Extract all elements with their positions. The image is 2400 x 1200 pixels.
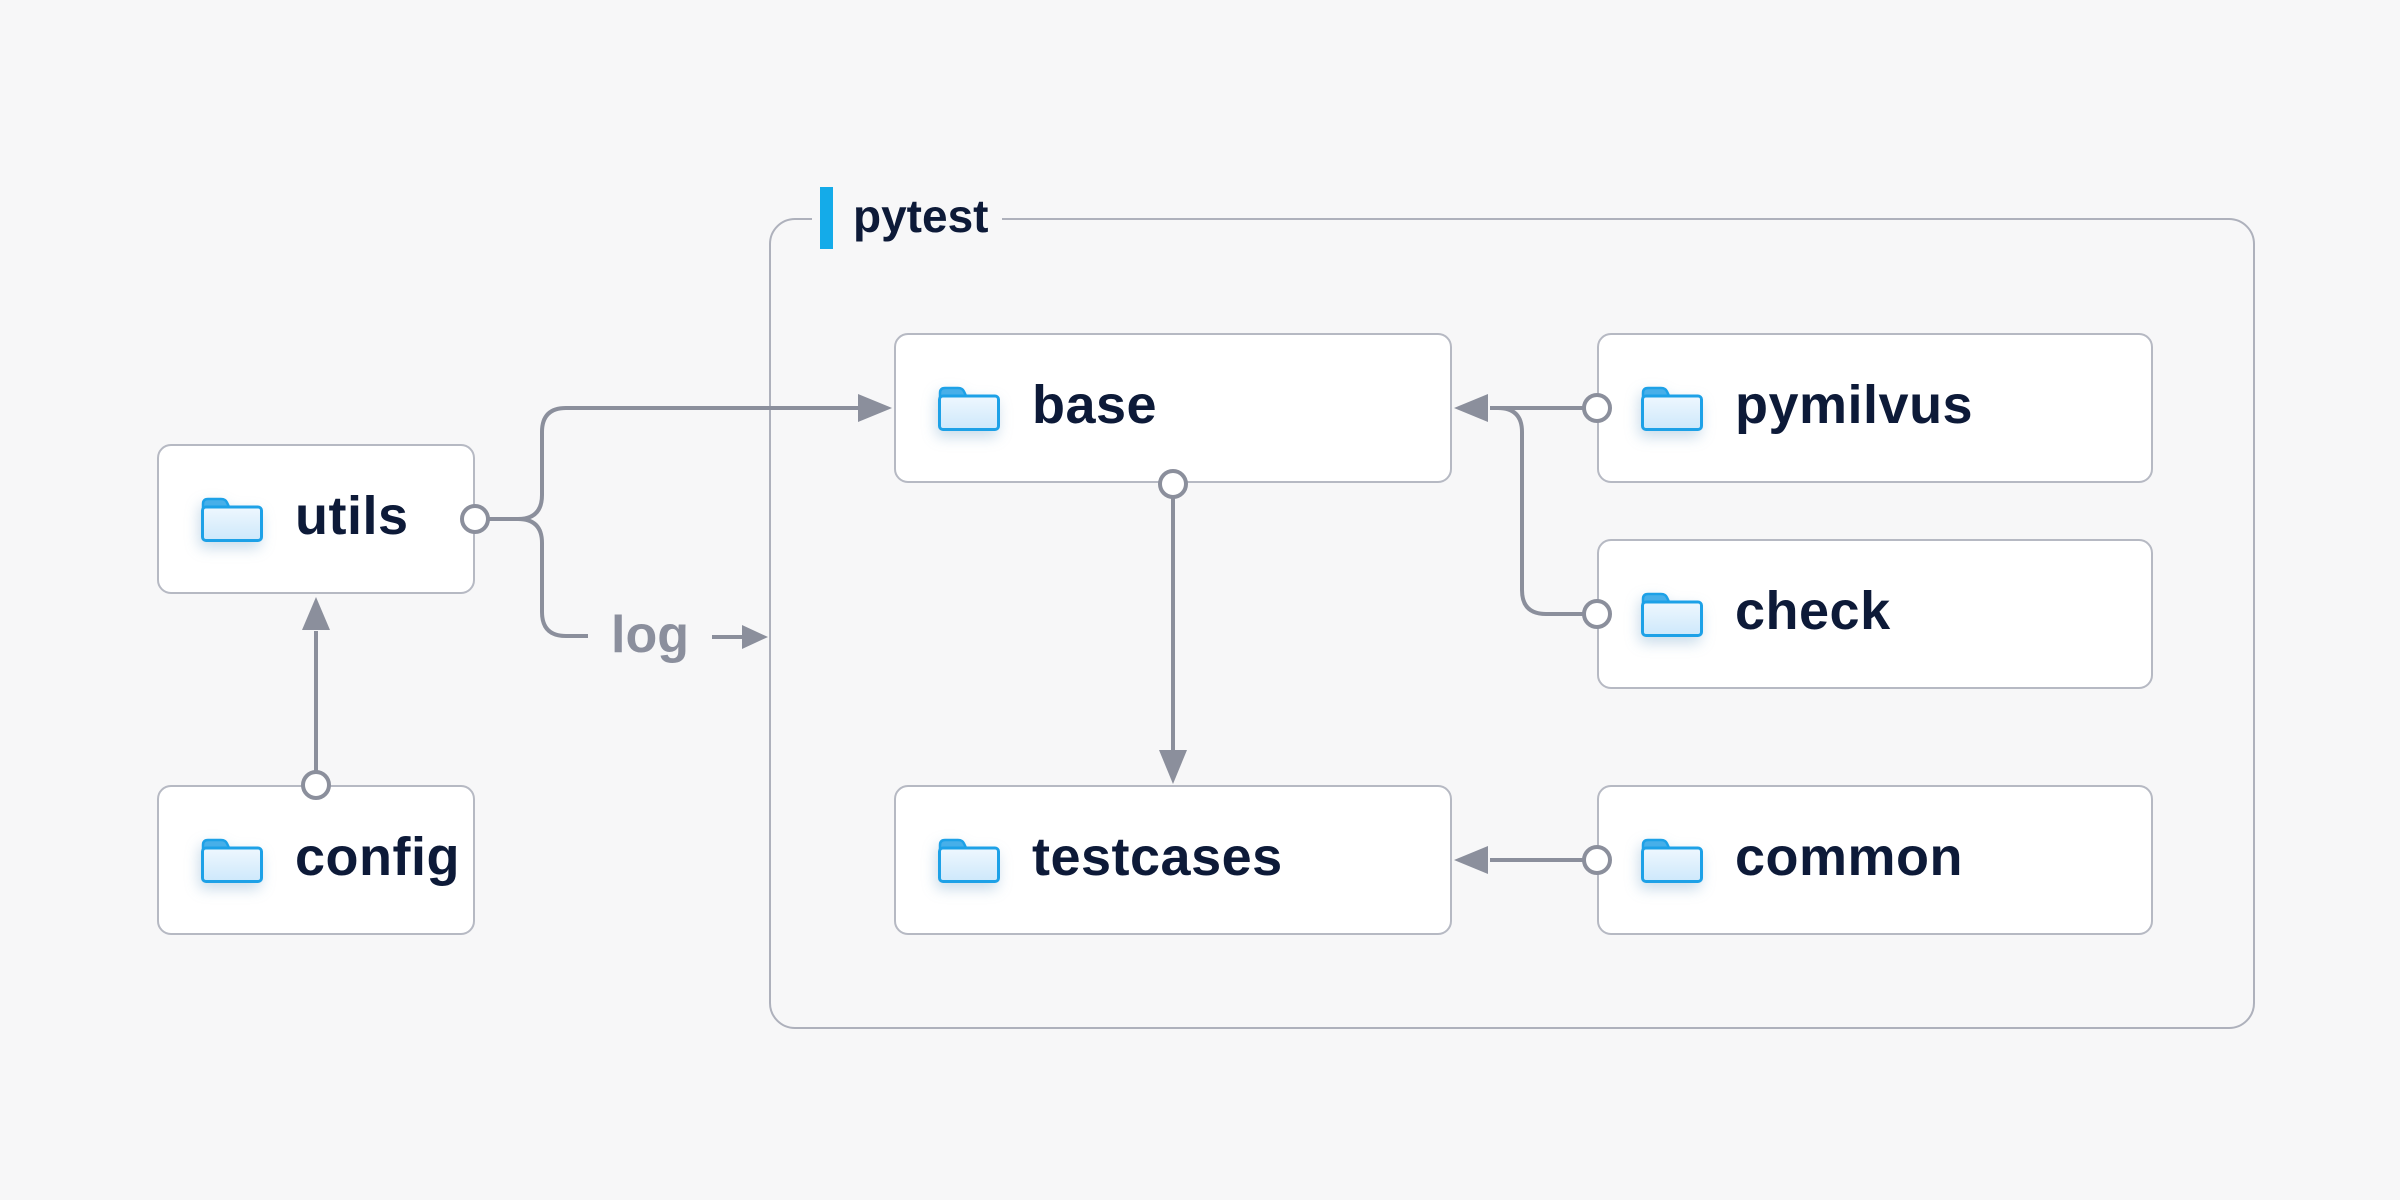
node-testcases-label: testcases: [1032, 827, 1283, 887]
node-common: common: [1597, 785, 2153, 935]
node-check-label: check: [1735, 581, 1891, 641]
edge-config-utils: [301, 597, 331, 800]
node-base-label: base: [1032, 375, 1158, 435]
node-check: check: [1597, 539, 2153, 689]
folder-icon: [1641, 838, 1703, 883]
node-utils: utils: [157, 444, 475, 594]
folder-icon: [201, 838, 263, 883]
node-pymilvus-label: pymilvus: [1735, 375, 1974, 435]
node-config: config: [157, 785, 475, 935]
node-common-label: common: [1735, 827, 1964, 887]
pytest-container-title: pytest: [853, 190, 989, 242]
edge-label-log: log: [611, 605, 689, 664]
accent-bar: [820, 187, 833, 249]
folder-icon: [938, 838, 1000, 883]
node-utils-label: utils: [295, 486, 409, 546]
pytest-container-label: pytest: [812, 184, 1003, 252]
pytest-container: [769, 218, 2255, 1029]
node-config-label: config: [295, 827, 460, 887]
node-pymilvus: pymilvus: [1597, 333, 2153, 483]
folder-icon: [1641, 592, 1703, 637]
folder-icon: [938, 386, 1000, 431]
node-testcases: testcases: [894, 785, 1452, 935]
folder-icon: [201, 497, 263, 542]
node-base: base: [894, 333, 1452, 483]
folder-icon: [1641, 386, 1703, 431]
